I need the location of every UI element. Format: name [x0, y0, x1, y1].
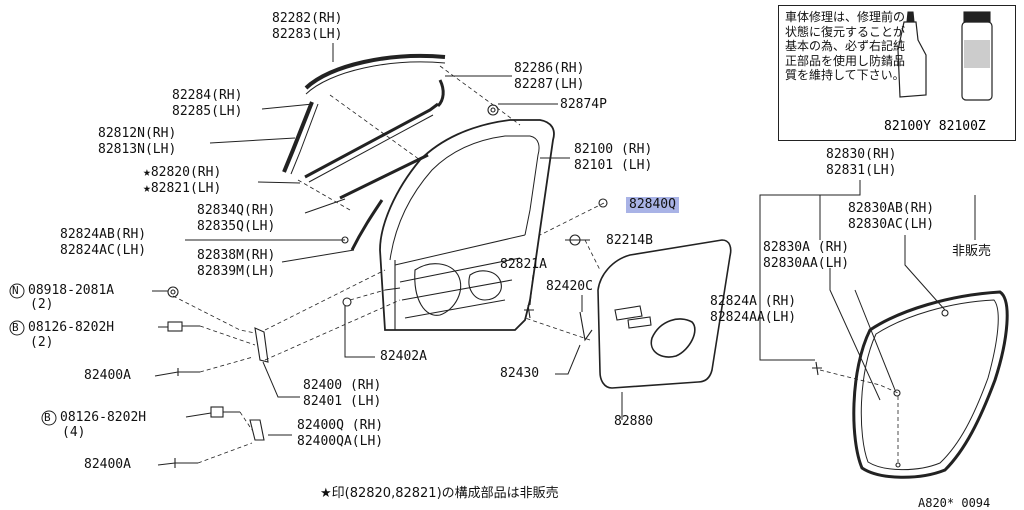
part-qty-08918: (2) — [30, 297, 54, 312]
part-label-82830AB: 82830AB(RH) — [848, 201, 935, 216]
part-qty-08126-b: (4) — [62, 425, 86, 440]
part-label-82287: 82287(LH) — [514, 77, 585, 92]
part-label-82400QA: 82400QA(LH) — [297, 434, 384, 449]
part-qty-08126-a: (2) — [30, 335, 54, 350]
repair-notice-text: 車体修理は、修理前の状態に復元することが基本の為、必ず右記純正部品を使用し防錆品… — [785, 10, 906, 82]
circled-letter-marks — [9, 283, 57, 426]
part-label-08126-8202H-a: 08126-8202H — [28, 320, 115, 335]
part-label-82824AA: 82824AA(LH) — [710, 310, 797, 325]
part-label-82820: ★82820(RH) — [143, 165, 222, 180]
part-label-82840Q-highlighted[interactable]: 82840Q — [626, 197, 679, 213]
part-label-82830AA: 82830AA(LH) — [763, 256, 850, 271]
rustproof-part-codes: 82100Y 82100Z — [884, 119, 986, 134]
part-label-82830: 82830(RH) — [826, 147, 897, 162]
part-label-82835Q: 82835Q(LH) — [197, 219, 276, 234]
part-label-82821A: 82821A — [500, 257, 547, 272]
part-label-82286: 82286(RH) — [514, 61, 585, 76]
part-label-82824AC: 82824AC(LH) — [60, 243, 147, 258]
part-label-08126-8202H-b: 08126-8202H — [60, 410, 147, 425]
part-label-82400Q: 82400Q (RH) — [297, 418, 384, 433]
part-label-82813N: 82813N(LH) — [98, 142, 177, 157]
diagram-id: A820* 0094 — [918, 496, 991, 510]
part-label-82284: 82284(RH) — [172, 88, 243, 103]
part-label-82838M: 82838M(RH) — [197, 248, 276, 263]
part-label-82430: 82430 — [500, 366, 540, 381]
part-label-82824A: 82824A (RH) — [710, 294, 797, 309]
part-label-82214B: 82214B — [606, 233, 653, 248]
circle-b-letter-1: B — [12, 321, 19, 334]
part-label-82420C: 82420C — [546, 279, 593, 294]
part-label-82880: 82880 — [614, 414, 654, 429]
part-label-82401: 82401 (LH) — [303, 394, 382, 409]
part-label-82283: 82283(LH) — [272, 27, 343, 42]
part-label-08918-2081A: 08918-2081A — [28, 283, 115, 298]
part-label-82400A-2: 82400A — [84, 457, 131, 472]
repair-notice-box: 車体修理は、修理前の状態に復元することが基本の為、必ず右記純正部品を使用し防錆品… — [778, 5, 1016, 141]
not-sold-label: 非販売 — [952, 244, 992, 259]
part-label-82839M: 82839M(LH) — [197, 264, 276, 279]
circle-b-letter-2: B — [44, 411, 51, 424]
part-label-82285: 82285(LH) — [172, 104, 243, 119]
part-label-82824AB: 82824AB(RH) — [60, 227, 147, 242]
part-label-82400A-1: 82400A — [84, 368, 131, 383]
part-label-82831: 82831(LH) — [826, 163, 897, 178]
part-label-82282: 82282(RH) — [272, 11, 343, 26]
part-label-82400: 82400 (RH) — [303, 378, 382, 393]
part-label-82100: 82100 (RH) — [574, 142, 653, 157]
circle-n-letter: N — [12, 284, 19, 297]
part-label-82402A: 82402A — [380, 349, 427, 364]
part-label-82834Q: 82834Q(RH) — [197, 203, 276, 218]
part-label-82812N: 82812N(RH) — [98, 126, 177, 141]
part-label-82821: ★82821(LH) — [143, 181, 222, 196]
part-label-82874P: 82874P — [560, 97, 607, 112]
footnote: ★印(82820,82821)の構成部品は非販売 — [320, 486, 559, 501]
part-label-82830AC: 82830AC(LH) — [848, 217, 935, 232]
part-label-82830A: 82830A (RH) — [763, 240, 850, 255]
part-label-82101: 82101 (LH) — [574, 158, 653, 173]
